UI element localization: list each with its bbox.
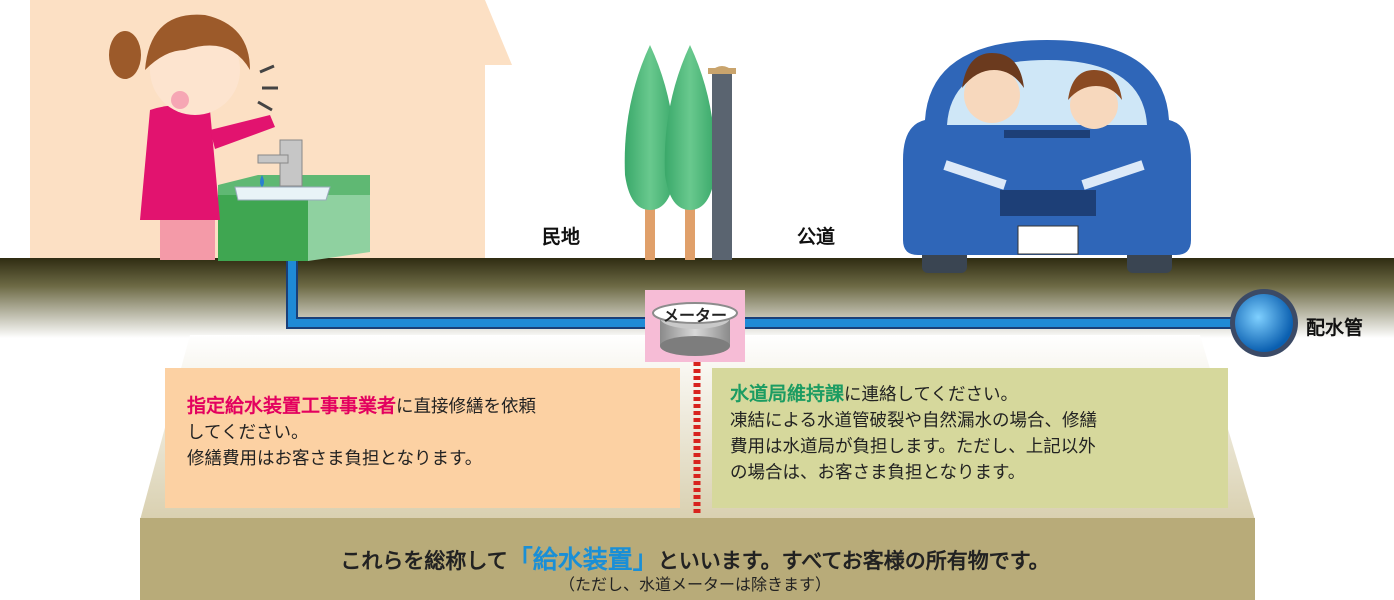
left-info-panel: 指定給水装置工事事業者に直接修繕を依頼 してください。 修繕費用はお客さま負担と… [187, 393, 667, 472]
right-panel-line3: 費用は水道局が負担します。ただし、上記以外 [730, 437, 1096, 457]
right-panel-line1-rest: に連絡してください。 [844, 385, 1018, 405]
car-illustration [903, 40, 1191, 273]
left-panel-bg [165, 368, 680, 508]
left-panel-line1: 指定給水装置工事事業者に直接修繕を依頼 [187, 393, 667, 420]
summary-text: これらを総称して「給水装置」といいます。すべてお客様の所有物です。 [145, 540, 1245, 576]
label-public-road: 公道 [797, 226, 836, 248]
meter [645, 290, 745, 362]
right-panel-line1: 水道局維持課に連絡してください。 [730, 381, 1230, 408]
right-info-panel: 水道局維持課に連絡してください。 凍結による水道管破裂や自然漏水の場合、修繕 費… [730, 381, 1230, 486]
trees [624, 45, 716, 260]
left-panel-line3: 修繕費用はお客さま負担となります。 [187, 449, 483, 469]
summary-note: （ただし、水道メーターは除きます） [558, 575, 831, 594]
meter-label: メーター [662, 306, 727, 325]
contractor-highlight: 指定給水装置工事事業者 [187, 395, 397, 417]
left-panel-line2: してください。 [187, 423, 309, 443]
right-panel-line4: の場合は、お客さま負担となります。 [730, 463, 1026, 483]
label-private-land: 民地 [542, 226, 581, 248]
water-pipe [286, 240, 1298, 357]
woman-illustration [109, 14, 278, 260]
water-supply-device-term: 「給水装置」 [507, 545, 658, 574]
boundary-post [708, 66, 736, 260]
label-distribution-pipe: 配水管 [1306, 317, 1364, 339]
maintenance-section-highlight: 水道局維持課 [730, 383, 845, 405]
summary-prefix: これらを総称して [340, 549, 508, 573]
summary-suffix: といいます。すべてお客様の所有物です。 [657, 549, 1050, 573]
right-panel-bg [712, 368, 1228, 508]
sink [218, 139, 370, 261]
right-panel-line2: 凍結による水道管破裂や自然漏水の場合、修繕 [730, 411, 1097, 431]
left-panel-line1-rest: に直接修繕を依頼 [396, 397, 537, 417]
